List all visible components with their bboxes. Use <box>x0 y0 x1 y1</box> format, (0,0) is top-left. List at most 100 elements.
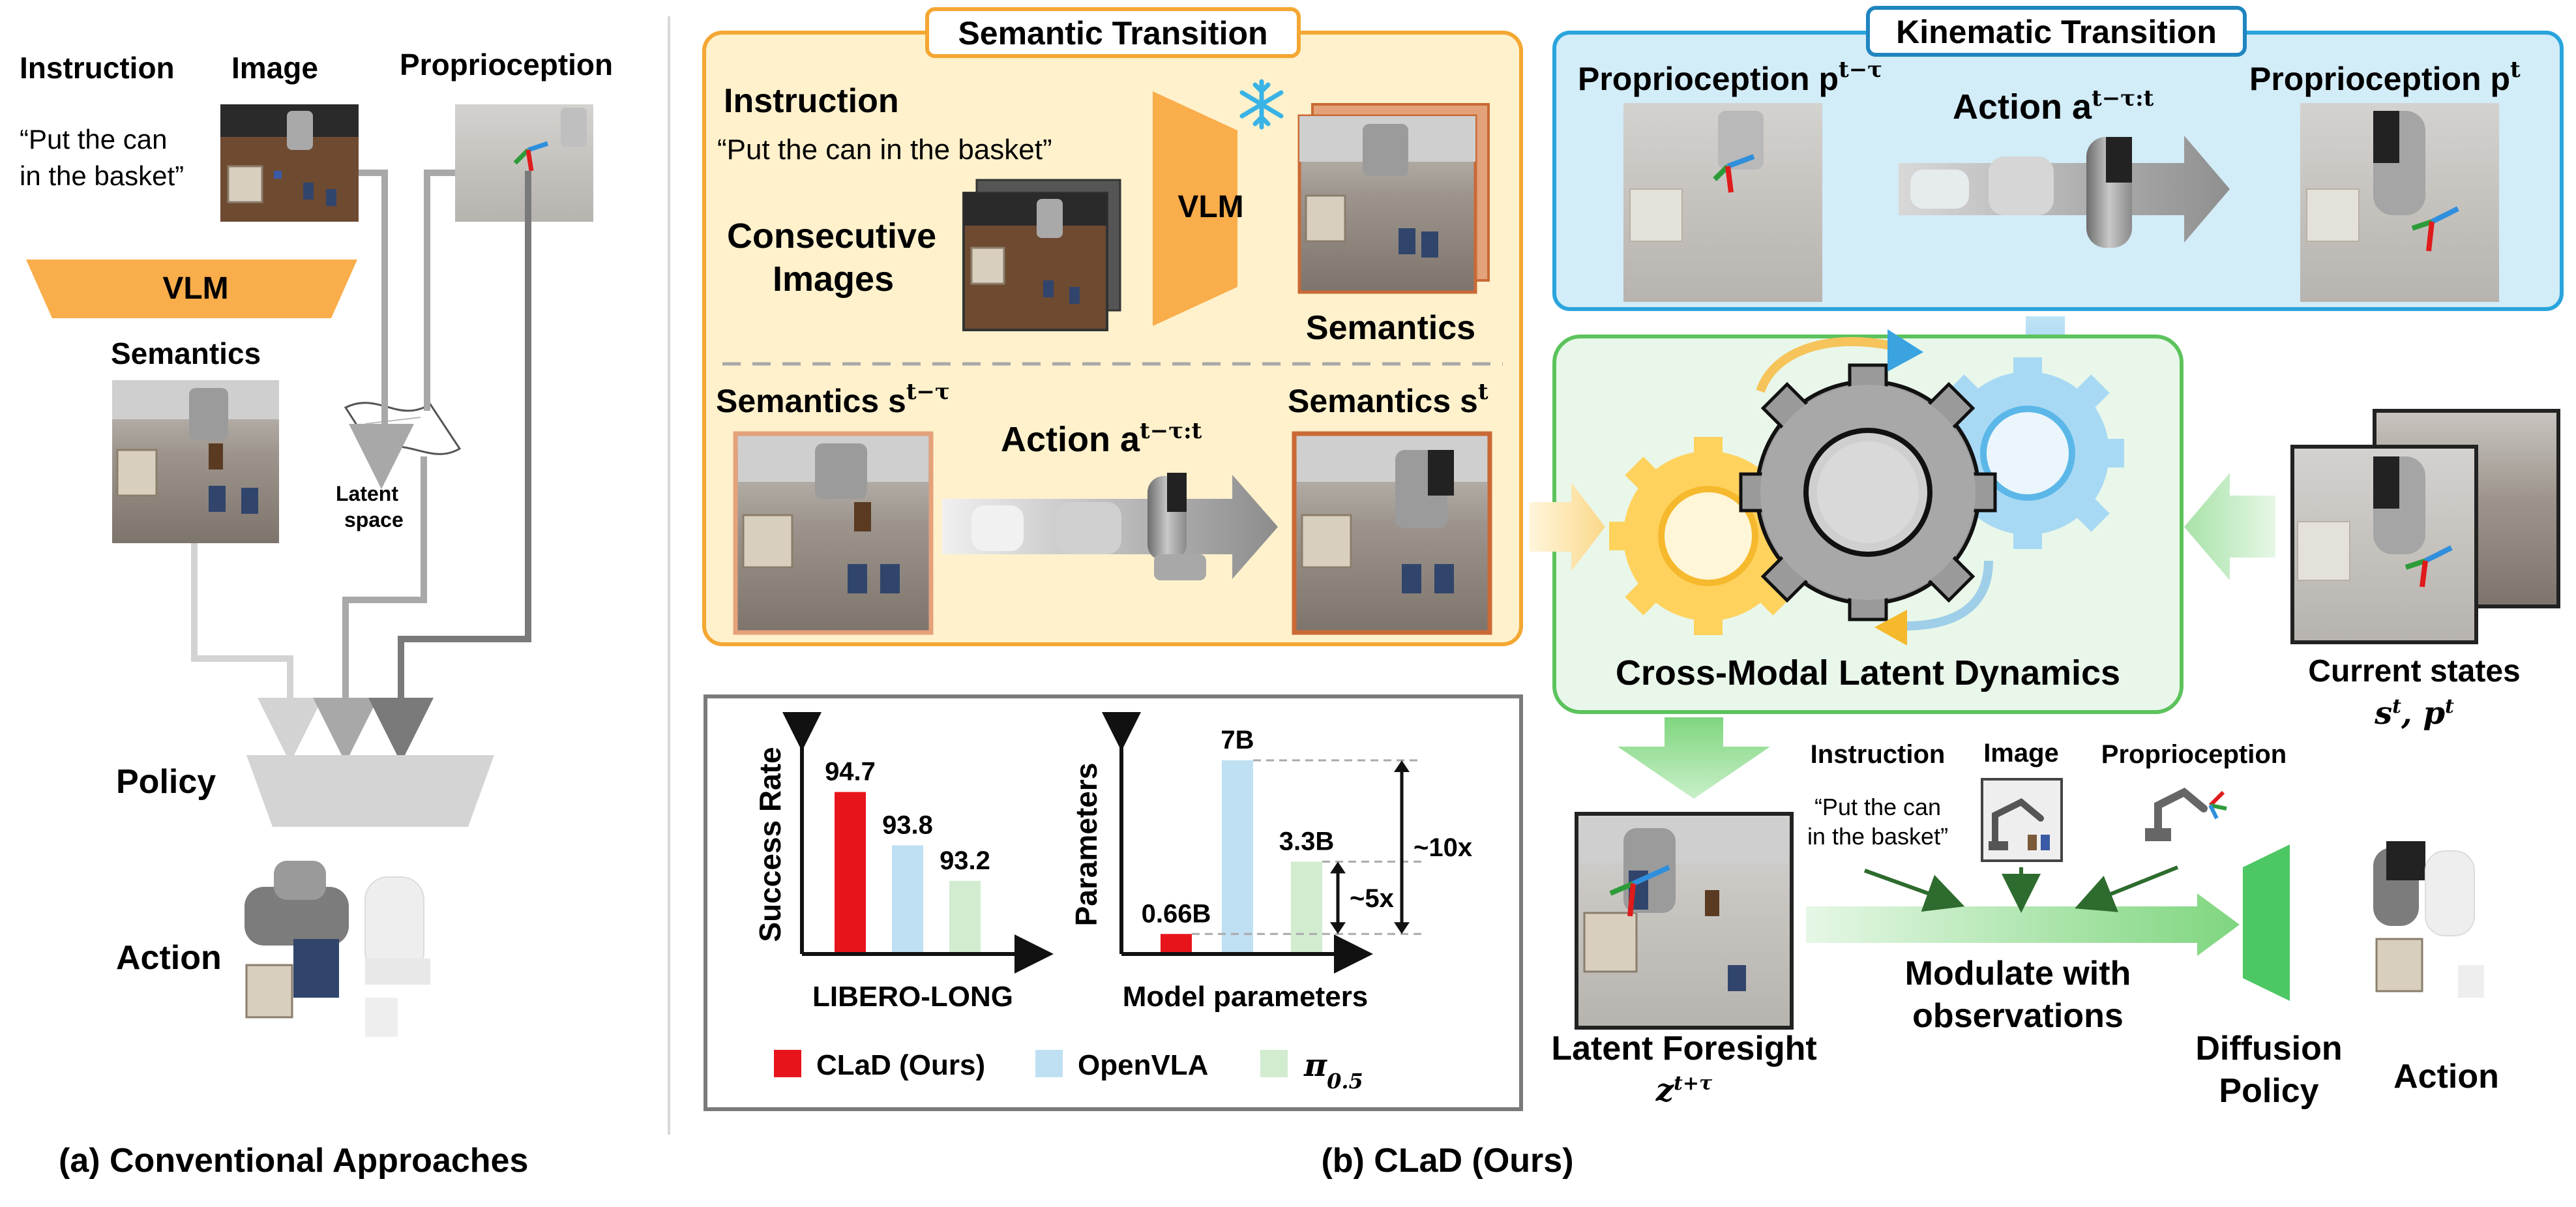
a-latent-label-2: space <box>344 508 404 531</box>
a-proprioception-label: Proprioception <box>400 48 613 82</box>
annotation-5x-label: ~5x <box>1350 884 1394 913</box>
st-semantics-label: Semantics <box>1306 309 1475 347</box>
libero-long-xlabel: LIBERO-LONG <box>812 981 1013 1013</box>
a-policy-block <box>246 755 494 827</box>
current-states-label: Current states <box>2308 654 2520 689</box>
st-consecutive-1: Consecutive <box>727 216 936 256</box>
a-image-to-latent-line <box>359 170 388 456</box>
b-action-robot-image <box>2373 841 2484 998</box>
st-semantics-images <box>1297 103 1490 294</box>
success-value-label-1: 93.8 <box>882 811 933 839</box>
cross-modal-dynamics-box: Cross-Modal Latent Dynamics <box>1552 329 2184 714</box>
a-vlm-block <box>26 260 357 318</box>
a-action-robot-image <box>244 861 430 1037</box>
st-vlm-label: VLM <box>1177 190 1243 224</box>
kt-action-label: Action at−τ:t <box>1953 85 2154 127</box>
annotation-5x-head-bottom <box>1330 922 1346 934</box>
success-bar-0 <box>835 792 866 952</box>
kinematic-transition-box: Kinematic Transition Proprioception pt−τ… <box>1552 6 2564 311</box>
b-caption: (b) CLaD (Ours) <box>1321 1142 1573 1180</box>
st-consecutive-images <box>962 179 1121 331</box>
a-instruction-text-2: in the basket” <box>20 160 184 191</box>
a-vlm-label: VLM <box>162 271 228 306</box>
legend-swatch-openvla <box>1035 1050 1063 1077</box>
bottom-image-label: Image <box>1983 739 2059 767</box>
legend-swatch-clad <box>774 1050 801 1077</box>
kt-proprio-prev-image <box>1623 103 1822 302</box>
current-states-images <box>2290 409 2560 644</box>
bottom-instruction-text-1: “Put the can <box>1814 794 1941 820</box>
success-value-label-0: 94.7 <box>825 758 876 786</box>
robot-arm-proprio-icon <box>2145 787 2227 841</box>
success-rate-chart: Success Rate LIBERO-LONG 94.793.893.2 <box>753 712 1054 1013</box>
proprio-to-modulate-arrow <box>2075 865 2179 912</box>
annotation-10x-head-bottom <box>1394 922 1410 934</box>
success-bar-1 <box>892 845 923 952</box>
st-semantics-cur: Semantics st <box>1288 379 1488 419</box>
a-latent-to-policy-line <box>313 456 427 763</box>
st-vlm-block <box>1153 91 1237 326</box>
a-proprio-to-latent-line <box>424 170 455 411</box>
latent-foresight-image <box>1575 812 1794 1030</box>
a-semantics-label: Semantics <box>111 336 261 370</box>
diffusion-label-1: Diffusion <box>2195 1030 2342 1067</box>
rotation-arrow-top <box>1756 336 1892 393</box>
st-semantics-cur-image <box>1292 431 1492 635</box>
a-proprio-to-policy-line <box>368 171 531 763</box>
modulate-arrow <box>1806 893 2240 956</box>
legend-label-openvla: OpenVLA <box>1078 1049 1208 1081</box>
a-image-label: Image <box>231 51 318 85</box>
success-bar-2 <box>949 880 981 952</box>
semantic-transition-title: Semantic Transition <box>958 15 1267 52</box>
a-instruction-text-1: “Put the can <box>20 124 167 155</box>
a-proprioception-thumbnail <box>455 104 593 222</box>
kt-action-arrow <box>1899 136 2230 243</box>
bottom-proprioception-label: Proprioception <box>2101 740 2287 769</box>
bottom-instruction-text-2: in the basket” <box>1807 823 1948 850</box>
a-policy-label: Policy <box>116 763 216 801</box>
instruction-to-modulate-arrow <box>1863 869 1965 912</box>
model-parameters-xlabel: Model parameters <box>1123 981 1369 1013</box>
a-semantics-to-policy-line <box>191 543 323 763</box>
rotation-arrow-bottom <box>1903 560 1993 631</box>
current-states-vars: st, pt <box>2374 695 2454 732</box>
a-instruction-label: Instruction <box>20 51 175 85</box>
parameter-value-label-2: 3.3B <box>1279 827 1335 856</box>
st-instruction-label: Instruction <box>724 82 899 120</box>
annotation-5x-head-top <box>1330 861 1346 874</box>
parameters-chart: Parameters Model parameters 0.66B7B3.3B … <box>1069 712 1472 1013</box>
annotation-10x-label: ~10x <box>1414 833 1472 862</box>
st-action-label: Action at−τ:t <box>1001 418 1202 459</box>
semantic-transition-box: Semantic Transition Instruction “Put the… <box>702 7 1523 646</box>
latent-foresight-label: Latent Foresight <box>1551 1030 1816 1067</box>
st-consecutive-2: Images <box>773 260 894 299</box>
st-action-robot-sequence <box>971 473 1206 580</box>
semantic-to-dynamics-arrow <box>1529 483 1605 571</box>
modulate-label-1: Modulate with <box>1905 955 2131 992</box>
parameter-bar-2 <box>1291 861 1322 952</box>
chart-legend: CLaD (Ours) OpenVLA π0.5 <box>774 1047 1363 1094</box>
a-latent-label-1: Latent <box>336 482 398 505</box>
st-semantics-prev: Semantics st−τ <box>716 379 950 419</box>
b-action-label: Action <box>2393 1058 2499 1095</box>
parameter-bar-0 <box>1161 934 1192 952</box>
kt-proprio-prev: Proprioception pt−τ <box>1578 57 1882 97</box>
chart-box: Success Rate LIBERO-LONG 94.793.893.2 Pa… <box>703 694 1523 1111</box>
panel-a: Instruction Image Proprioception “Put th… <box>20 48 613 1180</box>
legend-swatch-pi05 <box>1260 1050 1288 1077</box>
latent-foresight-z: zt+τ <box>1655 1072 1713 1109</box>
dynamics-to-foresight-arrow <box>1618 717 1770 799</box>
bottom-instruction-label: Instruction <box>1811 740 1946 769</box>
annotation-10x-head-top <box>1394 760 1410 772</box>
parameter-bar-1 <box>1222 760 1253 952</box>
parameters-ylabel: Parameters <box>1069 763 1103 927</box>
diffusion-label-2: Policy <box>2219 1072 2318 1110</box>
a-caption: (a) Conventional Approaches <box>59 1142 528 1180</box>
modulate-label-2: observations <box>1912 997 2124 1035</box>
parameter-value-label-1: 7B <box>1221 726 1254 754</box>
legend-label-pi05: π0.5 <box>1303 1047 1363 1094</box>
a-latent-space-sheet <box>344 402 462 455</box>
a-action-label: Action <box>116 939 222 977</box>
